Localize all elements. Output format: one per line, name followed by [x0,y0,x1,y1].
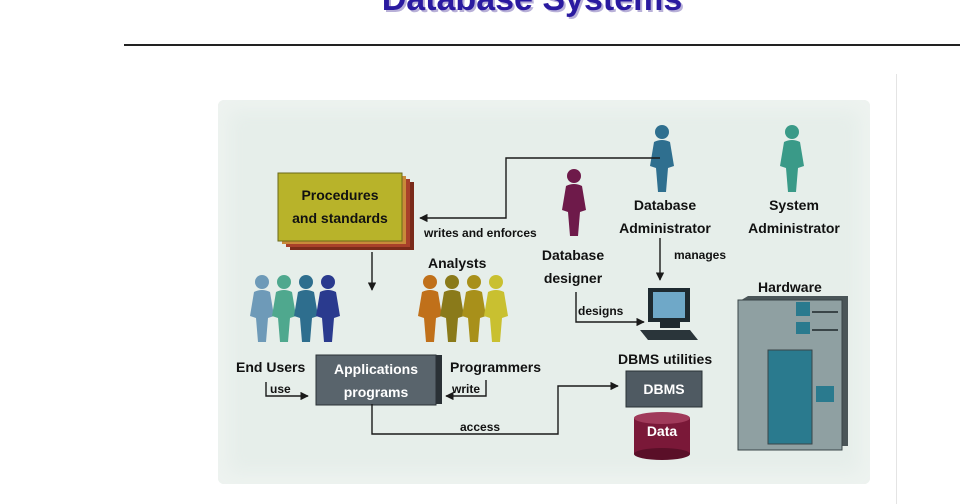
designs-label: designs [578,304,624,318]
database-designer-figure [562,169,586,236]
procedures-label-line1: Procedures [301,187,379,203]
database-administrator-line1: Database [633,197,697,213]
database-designer-line1: Database [541,247,605,263]
hardware-label: Hardware [758,279,822,295]
end-users-label: End Users [236,359,306,375]
database-designer-label: Database designer [528,244,618,290]
hardware-cabinet [737,296,848,451]
write-arrow [445,380,487,401]
slide-edge-divider [896,74,897,504]
system-administrator-label: System Administrator [736,194,852,240]
use-arrow [265,382,309,401]
procedures-label: Procedures and standards [278,184,402,230]
applications-line2: programs [343,384,409,400]
access-arrow [371,381,619,435]
data-label: Data [646,423,678,439]
end-users-figures [250,275,340,342]
slide-title: Database Systems [0,0,960,19]
applications-line1: Applications [333,361,418,377]
writes-enforces-label: writes and enforces [424,226,537,240]
use-label: use [270,382,291,396]
dbms-utilities-label: DBMS utilities [618,351,713,367]
computer-terminal [640,288,698,340]
dbms-label: DBMS [643,381,685,397]
analysts-label: Analysts [428,255,487,271]
procedures-label-line2: and standards [292,210,388,226]
manages-label: manages [674,248,727,262]
procedures-cards [277,172,414,250]
programmers-label: Programmers [450,359,542,375]
write-label: write [452,382,481,396]
database-administrator-line2: Administrator [619,220,711,236]
access-label: access [460,420,501,434]
designs-arrow [575,292,645,327]
system-administrator-line2: Administrator [748,220,840,236]
dbms-box [625,370,703,408]
writes-enforces-arrow [419,157,660,223]
title-underline [124,44,960,46]
database-designer-line2: designer [543,270,603,286]
database-administrator-label: Database Administrator [600,194,730,240]
system-administrator-figure [780,125,804,192]
data-cylinder [634,412,690,460]
connectors [265,157,665,435]
applications-label: Applications programs [316,358,436,404]
applications-box [315,354,442,406]
analysts-figures [418,275,508,342]
system-administrator-line1: System [769,197,819,213]
